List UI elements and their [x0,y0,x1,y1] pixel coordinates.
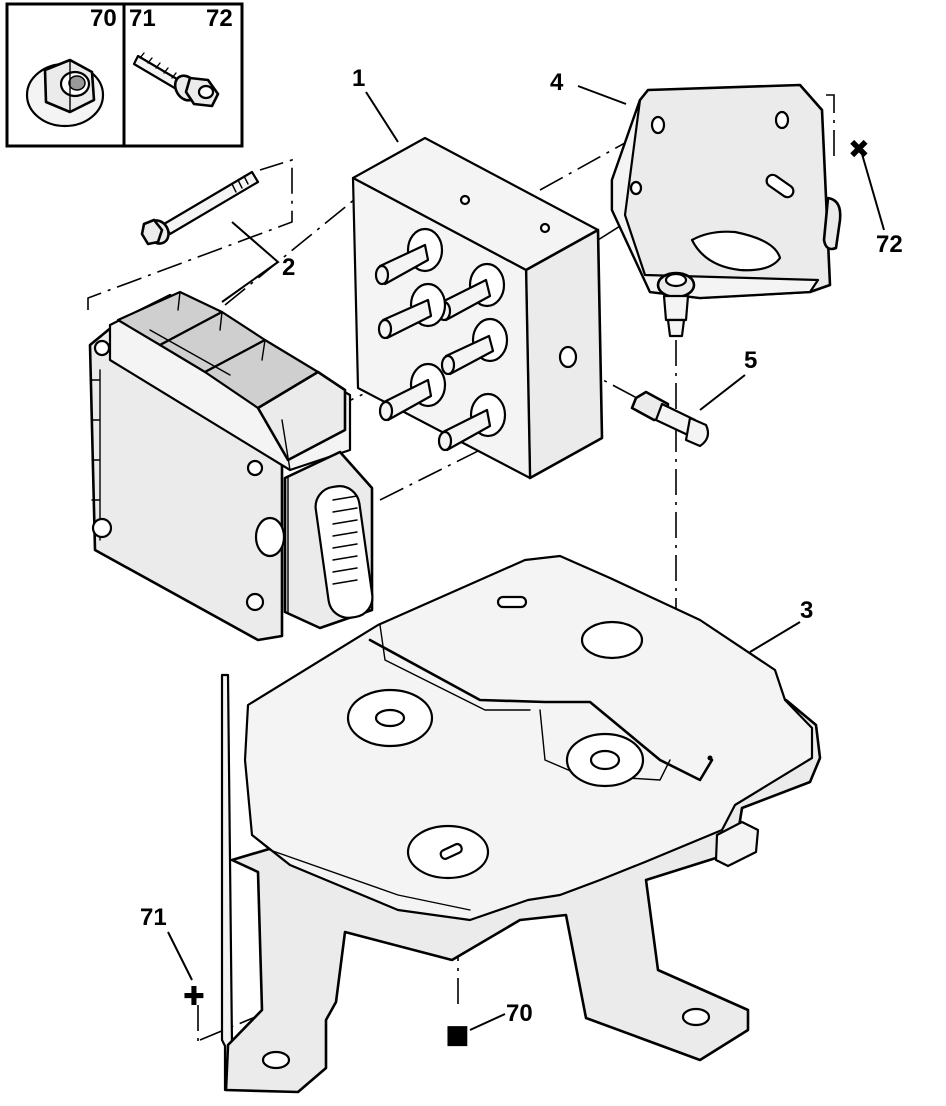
part-1-hydraulic-block [351,136,604,480]
callouts: 1 2 4 5 3 72 ✖ 71 ✚ ■ 70 [140,65,903,1050]
callout-70: 70 [506,1000,533,1027]
part-2-long-bolt [140,170,260,246]
block-ports [374,227,509,452]
callout-72: 72 [876,231,903,258]
inset-label-70: 70 [90,5,117,32]
inset-label-71: 71 [129,5,156,32]
flange-screw-icon [132,52,220,108]
callout-4: 4 [550,69,564,96]
part-3-support-bracket [220,554,822,1094]
flange-nut-icon [25,58,105,128]
callout-2: 2 [282,254,295,281]
callout-3: 3 [800,597,813,624]
square-marker-70: ■ [445,1020,470,1050]
inset-label-72: 72 [206,5,233,32]
part-4-bracket [610,83,842,338]
plus-marker-71: ✚ [183,982,205,1012]
callout-71: 71 [140,904,167,931]
fastener-inset: 70 71 72 [5,2,244,148]
part-2-control-unit [88,290,374,642]
callout-5: 5 [744,347,757,374]
cross-marker-72: ✖ [848,135,870,165]
callout-1: 1 [352,65,365,92]
connector-pins [332,495,358,585]
part-5-bleed-screw [630,390,710,448]
